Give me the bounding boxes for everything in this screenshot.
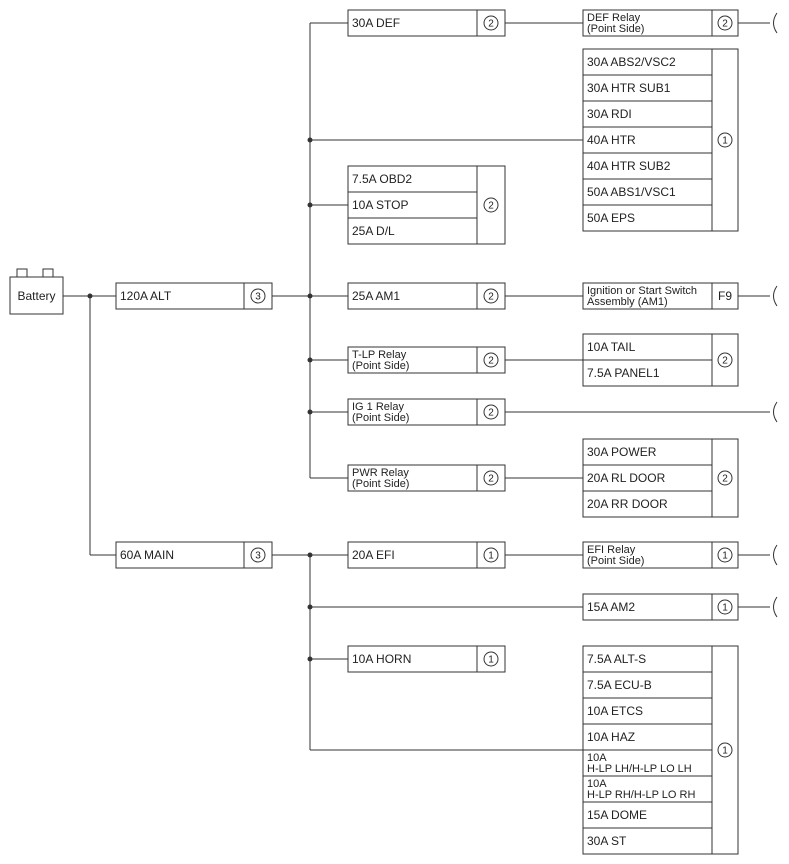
location-code: 3 [255, 551, 261, 562]
fuse-label: 25A AM1 [352, 289, 400, 303]
fuse-15a-am2: 15A AM2 1 [582, 593, 739, 621]
fuse-label: 30A RDI [587, 107, 632, 121]
fuse-25a-am1: 25A AM1 2 [347, 282, 506, 310]
location-code: 2 [488, 474, 494, 485]
fuse-label: 120A ALT [120, 289, 172, 303]
location-code: 1 [488, 551, 494, 562]
relay-name: T-LP Relay [352, 349, 407, 361]
ignition-switch-box: Ignition or Start Switch Assembly (AM1) … [582, 282, 739, 310]
tlp-relay-box: T-LP Relay (Point Side) 2 [347, 346, 506, 374]
relay-side: (Point Side) [352, 478, 409, 490]
fuse-60a-main: 60A MAIN 3 [115, 541, 273, 569]
connector-mark-ig1 [773, 401, 778, 423]
location-code: 3 [255, 292, 261, 303]
fuse-10a-horn: 10A HORN 1 [347, 645, 506, 673]
ig1-relay-box: IG 1 Relay (Point Side) 2 [347, 398, 506, 426]
location-code: 2 [488, 408, 494, 419]
battery-label: Battery [17, 289, 55, 303]
relay-name: PWR Relay [352, 467, 409, 479]
connector-mark-efi [773, 544, 778, 566]
location-code: 2 [722, 19, 728, 30]
fuse-label: 10A HORN [352, 652, 411, 666]
fuse-label: 30A ST [587, 834, 627, 848]
fuse-group-power: 30A POWER 20A RL DOOR 20A RR DOOR 2 [582, 438, 739, 518]
fuse-label: 15A AM2 [587, 600, 635, 614]
def-relay-box: DEF Relay (Point Side) 2 [582, 9, 739, 37]
connector-marks [773, 12, 778, 618]
fuse-label: 20A EFI [352, 548, 395, 562]
fuse-120a-alt: 120A ALT 3 [115, 282, 273, 310]
relay-side: (Point Side) [352, 412, 409, 424]
battery-symbol: Battery [9, 268, 64, 315]
fuse-group-main: 7.5A ALT-S 7.5A ECU-B 10A ETCS 10A HAZ 1… [582, 645, 739, 855]
fuse-label: H-LP LH/H-LP LO LH [587, 763, 692, 775]
location-code: 2 [488, 201, 494, 212]
fuse-label: 15A DOME [587, 808, 647, 822]
location-code: 1 [488, 655, 494, 666]
fuse-label: 50A ABS1/VSC1 [587, 185, 676, 199]
location-code: 2 [488, 292, 494, 303]
fuse-label: 10A STOP [352, 198, 408, 212]
location-code: 1 [722, 746, 728, 757]
connector-code: F9 [718, 289, 732, 303]
connector-mark-am1 [773, 285, 778, 307]
fuse-label: H-LP RH/H-LP LO RH [587, 789, 695, 801]
connector-mark-def [773, 12, 778, 34]
fuse-label: 30A HTR SUB1 [587, 81, 671, 95]
fuse-label: 25A D/L [352, 224, 395, 238]
relay-name: DEF Relay [587, 12, 641, 24]
location-code: 1 [722, 136, 728, 147]
fuse-label: 60A MAIN [120, 548, 174, 562]
connector-mark-am2 [773, 596, 778, 618]
fuse-label: 10A ETCS [587, 704, 643, 718]
fuse-label: 40A HTR SUB2 [587, 159, 671, 173]
location-code: 2 [488, 356, 494, 367]
fuse-30a-def: 30A DEF 2 [347, 9, 506, 37]
fuse-label: 30A ABS2/VSC2 [587, 55, 676, 69]
relay-side: (Point Side) [587, 23, 644, 35]
fuse-label: 40A HTR [587, 133, 636, 147]
fuse-label: 20A RR DOOR [587, 497, 668, 511]
fuse-group-htr: 30A ABS2/VSC2 30A HTR SUB1 30A RDI 40A H… [582, 48, 739, 232]
location-code: 2 [488, 19, 494, 30]
fuse-20a-efi: 20A EFI 1 [347, 541, 506, 569]
efi-relay-box: EFI Relay (Point Side) 1 [582, 541, 739, 569]
wires [63, 22, 770, 751]
relay-name: EFI Relay [587, 544, 636, 556]
fuse-label: 20A RL DOOR [587, 471, 666, 485]
fuse-label: 30A DEF [352, 16, 400, 30]
location-code: 1 [722, 551, 728, 562]
fuse-label: 7.5A OBD2 [352, 172, 412, 186]
component-name: Ignition or Start Switch [587, 285, 697, 297]
pwr-relay-box: PWR Relay (Point Side) 2 [347, 464, 506, 492]
relay-side: (Point Side) [587, 555, 644, 567]
fuse-label: 7.5A ECU-B [587, 678, 652, 692]
location-code: 1 [722, 603, 728, 614]
fuse-label: 7.5A ALT-S [587, 652, 646, 666]
relay-name: IG 1 Relay [352, 401, 404, 413]
fuse-rating: 10A [587, 752, 607, 764]
fuse-group-tail: 10A TAIL 7.5A PANEL1 2 [582, 333, 739, 387]
fuse-label: 50A EPS [587, 211, 635, 225]
fuse-label: 10A TAIL [587, 340, 636, 354]
fuse-rating: 10A [587, 778, 607, 790]
location-code: 2 [722, 474, 728, 485]
location-code: 2 [722, 356, 728, 367]
junction-dots [87, 137, 313, 662]
fuse-label: 7.5A PANEL1 [587, 366, 660, 380]
fuse-group-obd: 7.5A OBD2 10A STOP 25A D/L 2 [347, 165, 506, 245]
component-name-line2: Assembly (AM1) [587, 296, 668, 308]
relay-side: (Point Side) [352, 360, 409, 372]
fuse-label: 30A POWER [587, 445, 657, 459]
fuse-label: 10A HAZ [587, 730, 635, 744]
